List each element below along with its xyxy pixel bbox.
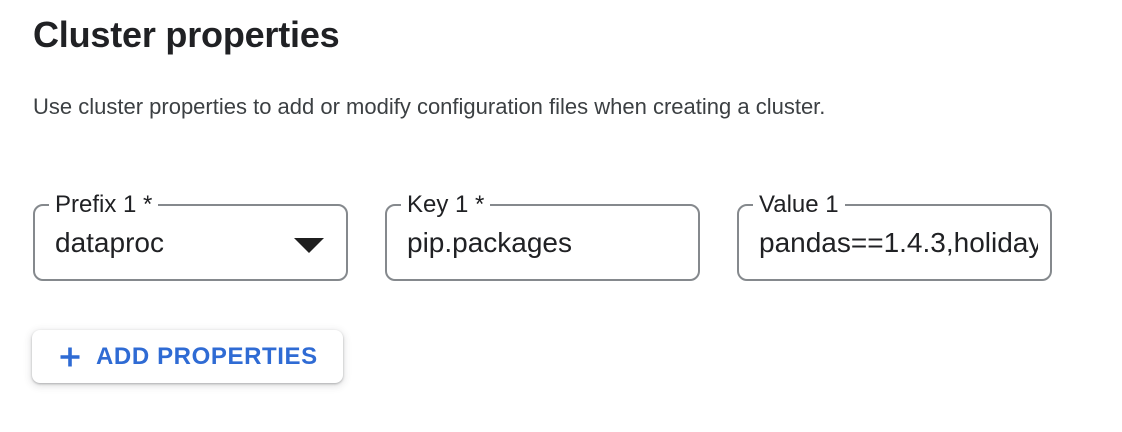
dropdown-arrow-icon [294, 238, 324, 253]
prefix-selected-value: dataproc [55, 226, 164, 258]
key-field: Key 1 * [385, 191, 700, 281]
prefix-select[interactable]: Prefix 1 * dataproc [33, 191, 348, 281]
add-properties-button[interactable]: ADD PROPERTIES [32, 330, 343, 383]
page-description: Use cluster properties to add or modify … [33, 94, 826, 119]
property-row: Prefix 1 * dataproc Key 1 * Value 1 [33, 191, 1052, 281]
value-label: Value 1 [753, 191, 845, 219]
page-title: Cluster properties [33, 14, 340, 55]
prefix-label: Prefix 1 * [49, 191, 159, 219]
plus-icon [60, 347, 80, 366]
add-properties-label: ADD PROPERTIES [96, 342, 318, 370]
key-label: Key 1 * [401, 191, 491, 219]
value-field: Value 1 [737, 191, 1052, 281]
